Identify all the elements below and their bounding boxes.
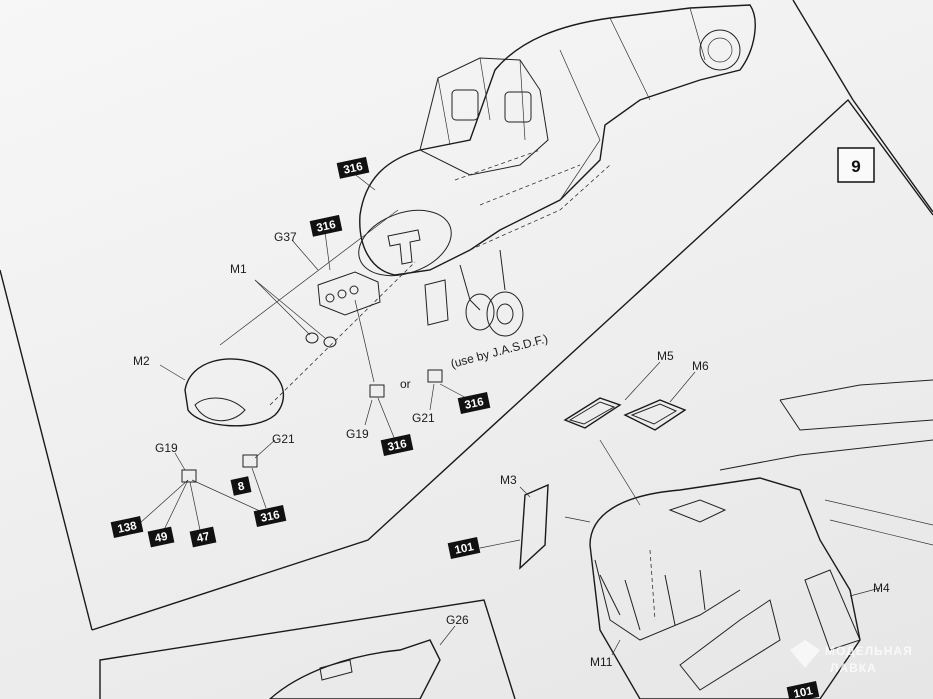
box-101-left: 101 [454,541,476,557]
watermark-logo-icon [790,640,820,668]
box-101-bottom: 101 [793,685,815,699]
leader-lines-lower [479,361,881,656]
watermark-line1: МОДЕЛЬНАЯ [825,644,913,658]
parts-m5-m6 [563,397,687,431]
leader-lines-upper [139,171,471,533]
box-47: 47 [196,531,211,545]
label-m4: M4 [873,581,890,595]
lower-labels: M5 M6 M3 M4 M11 G26 [446,349,890,669]
label-g19-mid: G19 [346,427,369,441]
small-parts [181,369,443,483]
watermark: МОДЕЛЬНАЯ ЛАВКА [790,640,913,675]
part-m2 [184,358,285,427]
label-m1: M1 [230,262,247,276]
part-g26 [268,625,456,699]
box-316-mid: 316 [387,438,408,454]
label-or: or [400,377,411,391]
cockpit-canopy [589,379,933,699]
step-number: 9 [851,157,860,176]
part-m3 [519,483,549,570]
box-316-g37: 316 [316,219,337,235]
label-g37: G37 [274,230,297,244]
label-g19-left: G19 [155,441,178,455]
watermark-line2: ЛАВКА [830,661,877,675]
label-m5: M5 [657,349,674,363]
label-m3: M3 [500,473,517,487]
box-49: 49 [154,531,169,545]
box-8: 8 [237,480,246,493]
label-m6: M6 [692,359,709,373]
upper-labels: G37 M1 M2 G19 G21 G19 G21 or (use by J.A… [133,230,549,455]
label-g21-left: G21 [272,432,295,446]
label-use-note: (use by J.A.S.D.F.) [449,331,549,370]
helicopter-nose-drawing [358,4,756,337]
label-m11: M11 [590,655,613,669]
label-m2: M2 [133,354,150,368]
step-9-badge: 9 [837,147,875,183]
box-316-top: 316 [343,161,364,177]
box-138: 138 [117,520,139,536]
label-g21-mid: G21 [412,411,435,425]
box-316-right: 316 [464,396,485,412]
part-m1 [305,332,337,348]
part-g37 [317,271,381,316]
part-number-boxes: 316 316 316 316 316 8 138 49 [110,156,820,699]
label-g26: G26 [446,613,469,627]
box-316-bottom: 316 [260,509,281,525]
